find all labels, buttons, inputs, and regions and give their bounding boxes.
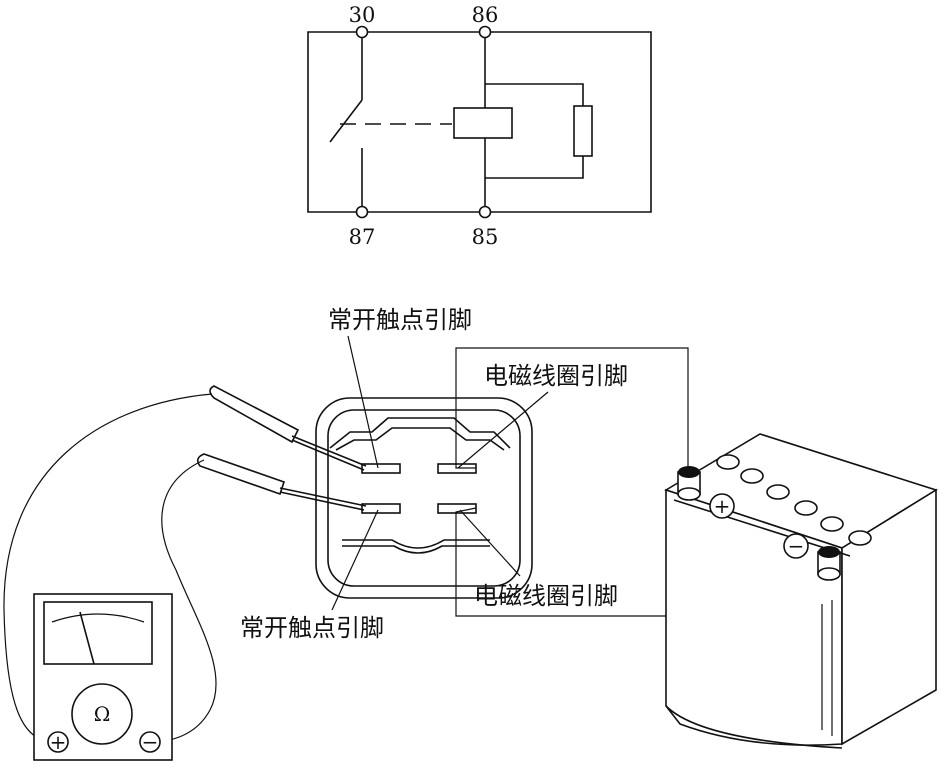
battery-minus-icon — [783, 533, 809, 559]
battery-positive-terminal — [677, 466, 701, 501]
terminal-87 — [355, 205, 369, 219]
meter-display — [43, 601, 153, 665]
relay-schematic: 30 86 87 85 — [307, 3, 652, 249]
pin-label-86: 86 — [472, 3, 499, 27]
terminal-85 — [478, 205, 492, 219]
probe-lower — [196, 453, 367, 511]
meter-dial — [71, 683, 133, 745]
pin-label-30: 30 — [349, 3, 376, 27]
meter-plus-jack — [47, 731, 69, 753]
multimeter: Ω + − — [33, 593, 173, 761]
probe-upper — [209, 385, 367, 471]
label-coil-bottom: 电磁线圈引脚 — [474, 582, 618, 610]
relay-pin-no-top — [361, 463, 401, 474]
terminal-30 — [355, 25, 369, 39]
meter-ohm-symbol: Ω — [94, 702, 111, 726]
meter-needle — [79, 611, 95, 665]
cell-caps — [716, 454, 872, 546]
terminal-86 — [478, 25, 492, 39]
resistor-symbol — [573, 105, 593, 157]
meter-plus-symbol: + — [50, 730, 67, 754]
relay-pin-no-bottom — [361, 503, 401, 514]
battery: + − — [664, 433, 938, 749]
relay-coil-symbol — [453, 107, 513, 139]
pin-label-87: 87 — [349, 225, 376, 249]
battery-negative-terminal — [817, 546, 841, 581]
battery-minus-symbol: − — [788, 534, 805, 558]
relay-body — [315, 397, 533, 599]
battery-plus-icon — [709, 493, 735, 519]
label-no-contact-bottom: 常开触点引脚 — [240, 614, 384, 642]
pin-label-85: 85 — [472, 225, 499, 249]
label-no-contact-top: 常开触点引脚 — [328, 306, 472, 334]
meter-minus-jack — [139, 731, 161, 753]
meter-minus-symbol: − — [142, 730, 159, 754]
battery-plus-symbol: + — [714, 494, 731, 518]
annotations: 常开触点引脚 常开触点引脚 电磁线圈引脚 电磁线圈引脚 — [240, 306, 628, 642]
label-coil-top: 电磁线圈引脚 — [484, 362, 628, 390]
probes — [3, 385, 367, 743]
